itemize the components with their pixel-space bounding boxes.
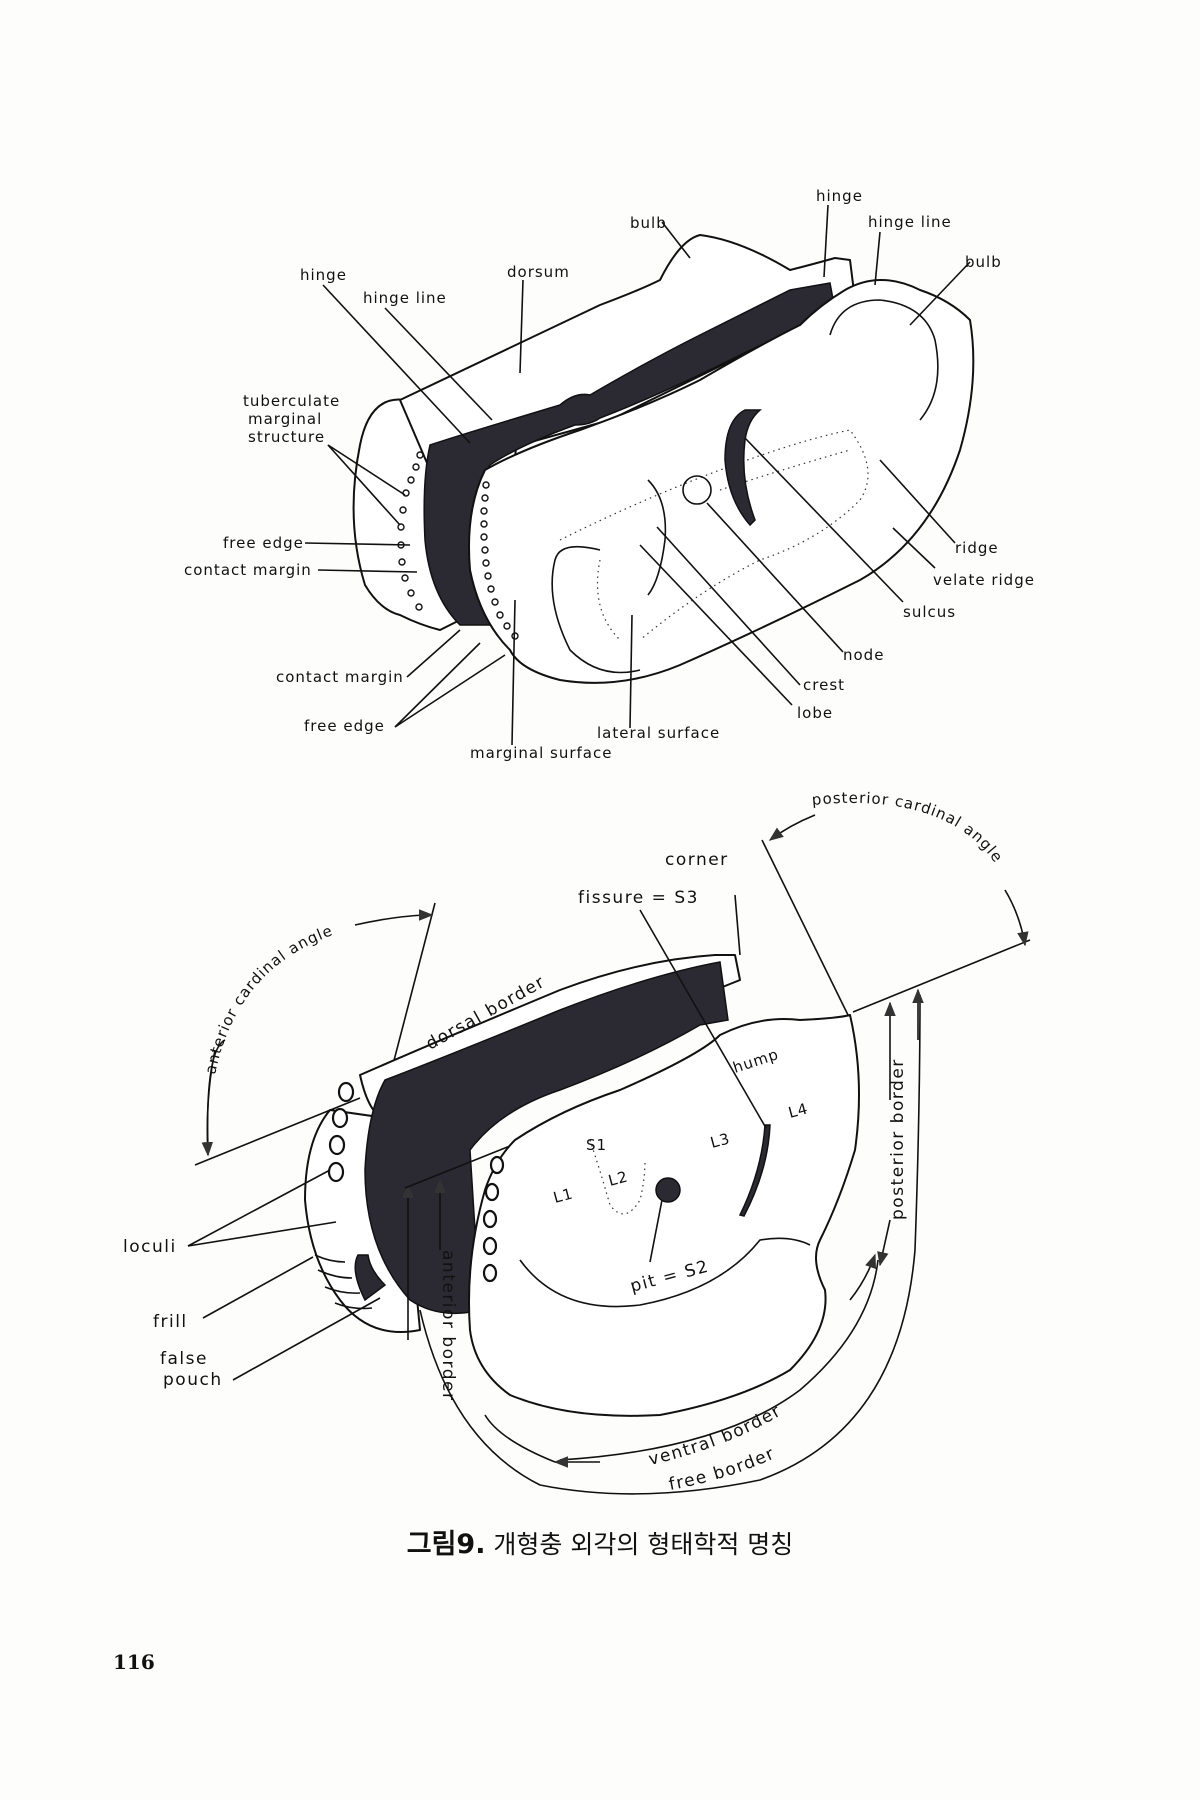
crest-shape xyxy=(647,479,667,596)
fissure-shape xyxy=(738,1124,771,1217)
label-crest: crest xyxy=(803,676,845,694)
anterior-border-lower-arc xyxy=(484,1414,556,1463)
label-dorsum: dorsum xyxy=(507,263,570,281)
S1-dotted-contour xyxy=(589,1139,646,1215)
bottom-figure-carapace-orientation: anterior cardinal angle posterior cardin… xyxy=(123,789,1031,1495)
label-marginal-surface: marginal surface xyxy=(470,744,612,762)
label-L4: L4 xyxy=(786,1099,810,1122)
label-loculi: loculi xyxy=(123,1237,177,1257)
hinge-dark-band xyxy=(423,282,836,626)
label-bulb-left: bulb xyxy=(630,214,667,232)
loculi-left xyxy=(327,1081,355,1183)
label-pouch: pouch xyxy=(163,1370,223,1390)
lateral-surface-outline xyxy=(551,545,641,674)
sulcus-dark xyxy=(724,409,763,527)
caption-figure-number: 그림9. xyxy=(406,1529,486,1560)
anterior-angle-arrow-down xyxy=(201,1049,216,1157)
label-posterior-cardinal-angle: posterior cardinal angle xyxy=(811,789,1007,866)
label-L3: L3 xyxy=(708,1129,732,1152)
label-lobe: lobe xyxy=(797,704,833,722)
anterior-angle-arrow-right xyxy=(354,909,434,926)
label-S1: S1 xyxy=(586,1136,607,1154)
inner-dotted-contour xyxy=(596,449,851,641)
label-hinge-line-right: hinge line xyxy=(868,213,952,231)
label-hinge-left: hinge xyxy=(300,266,347,284)
label-posterior-border: posterior border xyxy=(888,1058,908,1220)
bottom-leader-lines xyxy=(187,894,767,1381)
tuberculate-beads-outer xyxy=(397,451,424,611)
false-pouch-dark xyxy=(354,1254,387,1302)
posterior-angle-base-line xyxy=(852,939,1031,1013)
label-contact-margin-upper: contact margin xyxy=(184,561,312,579)
anterior-border-baseline xyxy=(404,1139,526,1189)
ventral-border-arc xyxy=(559,1259,879,1461)
posterior-angle-ray xyxy=(761,839,849,1016)
label-bulb-right: bulb xyxy=(965,253,1002,271)
label-hinge-line-left: hinge line xyxy=(363,289,447,307)
label-corner: corner xyxy=(665,850,729,870)
loculi-right xyxy=(482,1155,505,1283)
label-free-edge-upper: free edge xyxy=(223,534,304,552)
caption-text: 개형충 외각의 형태학적 명칭 xyxy=(493,1530,794,1559)
label-L2: L2 xyxy=(606,1167,630,1190)
hinge-interior-dark xyxy=(364,961,729,1315)
posterior-angle-arrow-down xyxy=(1004,889,1029,947)
label-free-edge-lower: free edge xyxy=(304,717,385,735)
label-ridge: ridge xyxy=(955,539,999,557)
label-lateral-surface: lateral surface xyxy=(597,724,720,742)
posterior-angle-arrow-left xyxy=(768,814,816,841)
top-figure-carapace-perspective: hinge hinge line dorsum bulb hinge hinge… xyxy=(184,187,1035,762)
label-contact-margin-lower: contact margin xyxy=(276,668,404,686)
figure-caption: 그림9. 개형충 외각의 형태학적 명칭 xyxy=(0,1522,1200,1561)
frill-striations xyxy=(314,1254,373,1310)
dorsum-outline xyxy=(399,234,856,471)
label-L1: L1 xyxy=(551,1184,575,1207)
right-valve-body xyxy=(468,279,975,684)
ventral-inner-curve xyxy=(519,1237,811,1308)
label-velate-ridge: velate ridge xyxy=(933,571,1035,589)
label-anterior-cardinal-angle: anterior cardinal angle xyxy=(201,921,335,1075)
label-node: node xyxy=(843,646,884,664)
ventral-border-arrow-up xyxy=(849,1253,877,1301)
free-border-arc xyxy=(419,994,921,1495)
top-leader-lines xyxy=(304,204,971,746)
label-false: false xyxy=(160,1349,208,1369)
label-hinge-right: hinge xyxy=(816,187,863,205)
posterior-border-arrow-down xyxy=(877,1219,891,1267)
label-structure: structure xyxy=(248,428,325,446)
label-frill: frill xyxy=(153,1312,188,1332)
right-valve-body xyxy=(468,1014,860,1417)
page-number: 116 xyxy=(113,1650,155,1674)
label-fissure: fissure = S3 xyxy=(578,888,699,908)
label-tuberculate: tuberculate xyxy=(243,392,340,410)
label-sulcus: sulcus xyxy=(903,603,956,621)
node-shape xyxy=(682,475,712,505)
pit-shape xyxy=(655,1177,681,1203)
anterior-angle-base-line xyxy=(194,1097,361,1166)
label-anterior-border: anterior border xyxy=(438,1250,458,1401)
label-marginal: marginal xyxy=(248,410,322,428)
